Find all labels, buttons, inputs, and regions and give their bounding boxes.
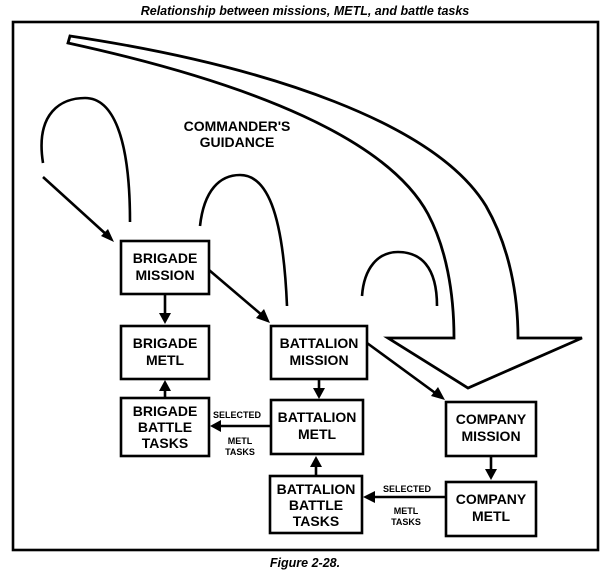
- brigade-entry-arrowhead: [101, 229, 114, 242]
- brigade-metl-box: [119, 324, 211, 381]
- diagram-title: Relationship between missions, METL, and…: [140, 4, 470, 18]
- brigade-tasks-to-metl-arrowhead: [159, 380, 171, 391]
- company-mission-line-1: COMPANY: [456, 411, 527, 427]
- guidance-line-1: COMMANDER'S: [184, 118, 291, 134]
- brigade-mission-box: [119, 239, 211, 296]
- brigade-entry-arrow-shaft: [42, 176, 109, 237]
- brigade-metl-line-2: METL: [146, 352, 185, 368]
- battalion-metl-line-2: METL: [298, 426, 337, 442]
- brigade-guidance-loop: [40, 96, 132, 223]
- battalion-mission-line-2: MISSION: [289, 352, 348, 368]
- company-metl-box: [444, 480, 538, 538]
- battalion-metl-box: [269, 398, 365, 456]
- company-mission-line-2: MISSION: [461, 428, 520, 444]
- battalion-mission-line-1: BATTALION: [280, 335, 359, 351]
- brigade-battle-tasks-line-1: BRIGADE: [133, 403, 198, 419]
- battalion-battle-tasks-line-3: TASKS: [293, 513, 339, 529]
- company-metl-line-2: METL: [472, 508, 511, 524]
- brigade-metl-line-1: BRIGADE: [133, 335, 198, 351]
- guidance-line-2: GUIDANCE: [200, 134, 275, 150]
- battalion-metl-line-1: BATTALION: [278, 409, 357, 425]
- brigade-mission-line-2: MISSION: [135, 267, 194, 283]
- brigade-to-battalion-mission-arrowhead: [256, 309, 270, 323]
- battalion-tasks-to-metl-arrowhead: [310, 456, 322, 467]
- company-mission-box: [444, 400, 538, 458]
- battalion-selected-line-3: TASKS: [225, 447, 255, 457]
- battalion-to-company-mission-arrowhead: [431, 387, 445, 400]
- battalion-to-company-mission-shaft: [366, 341, 439, 397]
- company-guidance-loop: [360, 250, 439, 307]
- brigade-battle-tasks-line-2: BATTLE: [138, 419, 192, 435]
- commanders-guidance-arrow: [66, 34, 583, 390]
- battalion-selected-line-1: SELECTED: [213, 410, 262, 420]
- brigade-to-battalion-mission-shaft: [208, 269, 264, 317]
- company-selected-line-2: METL: [394, 506, 419, 516]
- company-selected-line-1: SELECTED: [383, 484, 432, 494]
- figure-label: Figure 2-28.: [269, 556, 341, 570]
- guidance-arrow-body: [66, 34, 583, 390]
- brigade-mission-to-metl-arrowhead: [159, 313, 171, 324]
- diagram-frame: [11, 20, 600, 552]
- battalion-selected-line-2: METL: [228, 436, 253, 446]
- company-metl-to-battalion-tasks-arrowhead: [363, 491, 375, 503]
- battalion-battle-tasks-line-2: BATTLE: [289, 497, 343, 513]
- battalion-battle-tasks-line-1: BATTALION: [277, 481, 356, 497]
- battalion-guidance-loop: [198, 173, 289, 307]
- battalion-mission-to-metl-arrowhead: [313, 388, 325, 399]
- company-metl-line-1: COMPANY: [456, 491, 527, 507]
- brigade-mission-line-1: BRIGADE: [133, 250, 198, 266]
- company-selected-line-3: TASKS: [391, 517, 421, 527]
- battalion-metl-to-brigade-tasks-arrowhead: [210, 420, 221, 432]
- brigade-battle-tasks-line-3: TASKS: [142, 435, 188, 451]
- battalion-mission-box: [269, 324, 369, 381]
- company-mission-to-metl-arrowhead: [485, 469, 497, 480]
